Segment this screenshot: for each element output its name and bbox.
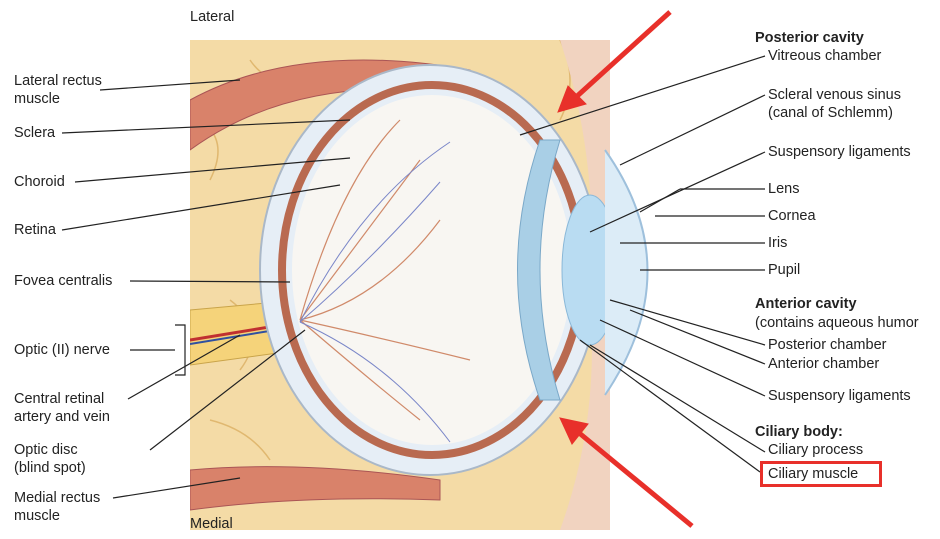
orientation-lateral: Lateral (190, 9, 235, 25)
label-anterior-chamber: Anterior chamber (768, 356, 880, 372)
label-aqueous: (contains aqueous humor (755, 315, 919, 331)
label-posterior-cavity: Posterior cavity (755, 30, 864, 46)
label-suspensory-1: Suspensory ligaments (768, 144, 911, 160)
red-arrow-top (557, 10, 672, 113)
label-suspensory-2: Suspensory ligaments (768, 388, 911, 404)
label-sclera: Sclera (14, 125, 56, 141)
label-anterior-cavity: Anterior cavity (755, 296, 857, 312)
leader-lines (61, 55, 766, 499)
orientation-medial: Medial (190, 516, 233, 532)
label-choroid: Choroid (14, 174, 65, 190)
highlight-box (760, 461, 882, 487)
label-vitreous: Vitreous chamber (768, 48, 882, 64)
label-cornea: Cornea (768, 208, 816, 224)
label-posterior-chamber: Posterior chamber (768, 337, 887, 353)
retina (292, 95, 572, 445)
medial-rectus-muscle (190, 466, 441, 511)
face-skin (560, 40, 610, 530)
label-ciliary-body: Ciliary body: (755, 424, 843, 440)
label-optic-disc: Optic disc(blind spot) (14, 442, 86, 476)
label-fovea: Fovea centralis (14, 273, 113, 289)
label-retina: Retina (14, 222, 56, 238)
label-ciliary-process: Ciliary process (768, 442, 864, 458)
label-iris: Iris (768, 235, 788, 251)
label-lens: Lens (768, 181, 800, 197)
label-ciliary-muscle: Ciliary muscle (768, 466, 859, 482)
label-pupil: Pupil (768, 262, 801, 278)
ciliary-body (517, 139, 561, 401)
red-arrow-bottom (559, 417, 694, 528)
label-scleral-sinus: Scleral venous sinus(canal of Schlemm) (768, 87, 901, 121)
label-optic-nerve: Optic (II) nerve (14, 342, 110, 358)
